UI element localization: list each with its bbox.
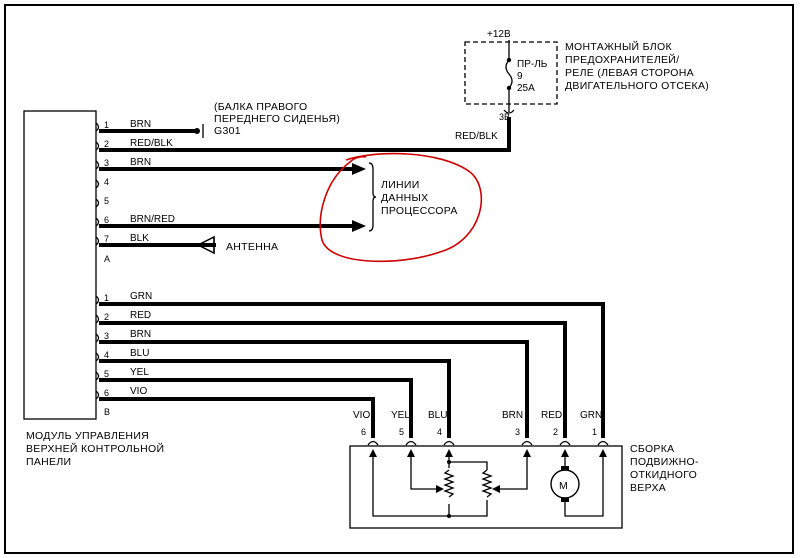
control-module-label: МОДУЛЬ УПРАВЛЕНИЯ ВЕРХНЕЙ КОНТРОЛЬНОЙ ПА… <box>26 430 164 468</box>
fuse-terminal-symbol <box>503 109 515 114</box>
ground-label-line-1: (БАЛКА ПРАВОГО <box>214 101 307 113</box>
motor-label: M <box>559 480 568 492</box>
pin-a5-number: 5 <box>104 196 109 206</box>
fuse-output-wire: RED/BLK <box>455 131 498 142</box>
fuse-block-box <box>464 41 558 105</box>
fuse-block-label-line-3: РЕЛЕ (ЛЕВАЯ СТОРОНА <box>565 67 694 79</box>
wire-b3-brn <box>99 340 529 438</box>
assembly-pin2-number: 2 <box>553 427 558 437</box>
ground-symbol-g301 <box>194 124 204 138</box>
data-lines-bracket <box>368 162 377 232</box>
ground-label-line-2: ПЕРЕДНЕГО СИДЕНЬЯ) <box>214 113 340 125</box>
data-lines-label-line-3: ПРОЦЕССОРА <box>381 205 458 217</box>
assembly-terminals <box>367 440 609 446</box>
pin-a7-wire: BLK <box>130 233 149 244</box>
ground-label: (БАЛКА ПРАВОГО ПЕРЕДНЕГО СИДЕНЬЯ) G301 <box>214 101 340 137</box>
arrow-a3 <box>352 163 366 175</box>
assembly-label-line-1: СБОРКА <box>630 443 674 455</box>
pin-a1-number: 1 <box>104 120 109 130</box>
assembly-label-line-3: ОТКИДНОГО <box>630 469 697 481</box>
ground-id: G301 <box>214 125 241 137</box>
diagram-frame <box>4 4 794 554</box>
fuse-name: ПР-ЛЬ <box>517 59 548 70</box>
assembly-label-line-4: ВЕРХА <box>630 482 666 494</box>
assembly-internal-circuit <box>369 449 607 518</box>
pin-b4-number: 4 <box>104 350 109 360</box>
pin-b5-number: 5 <box>104 369 109 379</box>
pin-a6-wire: BRN/RED <box>130 214 175 225</box>
fuse-block-label-line-2: ПРЕДОХРАНИТЕЛЕЙ/ <box>565 53 679 66</box>
fuse-supply-label: +12В <box>487 29 511 40</box>
pin-b6-number: 6 <box>104 388 109 398</box>
pin-a4-number: 4 <box>104 177 109 187</box>
pin-b5-wire: YEL <box>130 367 149 378</box>
wire-b1-grn <box>99 302 605 438</box>
wire-b2-red <box>99 321 567 438</box>
control-module-box <box>23 110 97 420</box>
assembly-pin-labels: VIO 6 YEL 5 BLU 4 BRN 3 RED 2 GRN 1 <box>353 410 602 437</box>
pin-a2-number: 2 <box>104 139 109 149</box>
fuse-block-label-line-1: МОНТАЖНЫЙ БЛОК <box>565 40 672 53</box>
data-lines-label-line-2: ДАННЫХ <box>381 192 428 204</box>
pin-b1-wire: GRN <box>130 291 152 302</box>
pin-a3-number: 3 <box>104 158 109 168</box>
assembly-box <box>349 445 623 529</box>
pin-b3-wire: BRN <box>130 329 151 340</box>
assembly-pin3-number: 3 <box>515 427 520 437</box>
assembly-pin2-wire: RED <box>541 410 562 421</box>
wire-b6-vio <box>99 397 375 438</box>
connector-a-labels: 1 BRN 2 RED/BLK 3 BRN 4 5 6 BRN/RED 7 BL… <box>104 119 175 264</box>
wire-a2-red-blk <box>99 117 511 152</box>
connector-b-id: B <box>104 407 110 417</box>
assembly-pin1-wire: GRN <box>580 410 602 421</box>
fuse-terminal: 3B <box>499 112 510 122</box>
fuse-block-label: МОНТАЖНЫЙ БЛОК ПРЕДОХРАНИТЕЛЕЙ/ РЕЛЕ (ЛЕ… <box>565 40 709 92</box>
pin-b6-wire: VIO <box>130 386 147 397</box>
arrow-a6 <box>352 220 366 232</box>
module-label-line-3: ПАНЕЛИ <box>26 456 71 468</box>
connector-b-labels: 1 GRN 2 RED 3 BRN 4 BLU 5 YEL 6 VIO B <box>104 291 152 417</box>
data-lines-label-line-1: ЛИНИИ <box>381 179 420 191</box>
pin-a6-number: 6 <box>104 215 109 225</box>
pin-b4-wire: BLU <box>130 348 149 359</box>
module-label-line-2: ВЕРХНЕЙ КОНТРОЛЬНОЙ <box>26 442 164 455</box>
fuse-symbol <box>505 59 513 89</box>
motor-symbol: M <box>550 466 580 502</box>
pin-a3-wire: BRN <box>130 157 151 168</box>
fuse-node-top <box>506 57 512 63</box>
fuse-rating: 25A <box>517 83 535 94</box>
data-lines-label: ЛИНИИ ДАННЫХ ПРОЦЕССОРА <box>381 179 458 217</box>
pin-b3-number: 3 <box>104 331 109 341</box>
assembly-label: СБОРКА ПОДВИЖНО- ОТКИДНОГО ВЕРХА <box>630 443 699 494</box>
fuse-number: 9 <box>517 71 523 82</box>
assembly-label-line-2: ПОДВИЖНО- <box>630 456 699 468</box>
antenna-label: АНТЕННА <box>226 241 278 253</box>
pin-a7-number: 7 <box>104 234 109 244</box>
pin-b2-number: 2 <box>104 312 109 322</box>
assembly-pin6-wire: VIO <box>353 410 370 421</box>
assembly-pin3-wire: BRN <box>502 410 523 421</box>
assembly-pin4-number: 4 <box>437 427 442 437</box>
pin-b1-number: 1 <box>104 293 109 303</box>
connector-b-pins <box>95 295 100 400</box>
fuse-block-label-line-4: ДВИГАТЕЛЬНОГО ОТСЕКА) <box>565 80 709 92</box>
assembly-pin1-number: 1 <box>592 427 597 437</box>
assembly-pin5-wire: YEL <box>391 410 410 421</box>
pin-a2-wire: RED/BLK <box>130 138 173 149</box>
highlight-circle <box>319 152 483 263</box>
wire-b5-yel <box>99 378 413 438</box>
module-label-line-1: МОДУЛЬ УПРАВЛЕНИЯ <box>26 430 149 442</box>
assembly-pin6-number: 6 <box>361 427 366 437</box>
pin-a1-wire: BRN <box>130 119 151 130</box>
pin-b2-wire: RED <box>130 310 151 321</box>
connector-a-id: A <box>104 254 110 264</box>
assembly-pin4-wire: BLU <box>428 410 447 421</box>
assembly-pin5-number: 5 <box>399 427 404 437</box>
connector-a-pins <box>95 122 100 246</box>
wire-b4-blu <box>99 359 451 438</box>
